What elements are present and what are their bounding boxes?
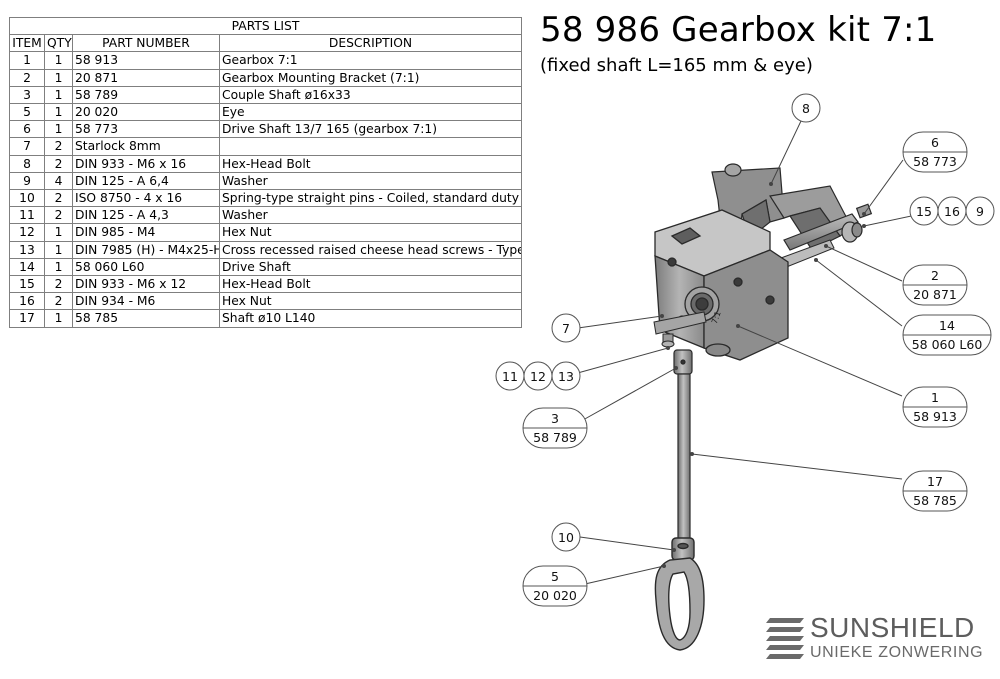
- callout-15: 15: [916, 204, 932, 219]
- cell-part-number: DIN 933 - M6 x 12: [72, 275, 220, 294]
- callout-1-item: 1: [931, 390, 939, 405]
- cell-item: 11: [9, 206, 45, 225]
- cell-description: Gearbox Mounting Bracket (7:1): [218, 68, 523, 87]
- cell-qty: 1: [44, 257, 73, 277]
- page-title: 58 986 Gearbox kit 7:1: [540, 10, 937, 50]
- cell-item: 12: [9, 223, 45, 242]
- logo-tagline: UNIEKE ZONWERING: [810, 644, 984, 661]
- sunshield-logo-mark-icon: [766, 618, 804, 659]
- cell-item: 17: [9, 309, 45, 328]
- callout-16: 16: [944, 204, 960, 219]
- cell-item: 10: [9, 189, 45, 208]
- cell-description: Spring-type straight pins - Coiled, stan…: [218, 189, 523, 208]
- parts-list-table: PARTS LIST ITEM QTY PART NUMBER DESCRIPT…: [8, 16, 523, 328]
- cell-description: Hex Nut: [218, 223, 523, 242]
- cell-description: Gearbox 7:1: [218, 51, 523, 70]
- callout-6-part: 58 773: [913, 154, 957, 169]
- cell-part-number: DIN 933 - M6 x 16: [72, 154, 220, 173]
- callout-17-item: 17: [927, 474, 943, 489]
- callout-10: 10: [558, 530, 574, 545]
- cell-qty: 2: [44, 275, 73, 294]
- couple-shaft: [673, 349, 693, 375]
- cell-part-number: DIN 934 - M6: [72, 292, 220, 311]
- callout-7: 7: [562, 321, 570, 336]
- cell-item: 5: [9, 103, 45, 122]
- gearbox-housing: [654, 209, 789, 361]
- cell-part-number: ISO 8750 - 4 x 16: [72, 189, 220, 208]
- parts-list-title: PARTS LIST: [8, 16, 523, 36]
- leader-arrowheads: [660, 182, 866, 568]
- cell-part-number: 58 789: [72, 85, 220, 105]
- cell-part-number: DIN 985 - M4: [72, 223, 220, 242]
- callout-1-part: 58 913: [913, 409, 957, 424]
- parts-list-title-row: PARTS LIST: [8, 16, 523, 36]
- cell-description: Couple Shaft ø16x33: [218, 85, 523, 105]
- cell-item: 14: [9, 257, 45, 277]
- callout-3-item: 3: [551, 411, 559, 426]
- callout-5-part: 20 020: [533, 588, 577, 603]
- callout-12: 12: [530, 369, 546, 384]
- callout-labels: 8 6 58 773 15 16 9 2 20 871 14 58 060 L6…: [502, 101, 984, 603]
- callout-8: 8: [802, 101, 810, 116]
- cell-part-number: Starlock 8mm: [72, 137, 220, 156]
- cell-item: 9: [9, 171, 45, 191]
- column-header-part-number: PART NUMBER: [72, 34, 220, 53]
- callout-2-part: 20 871: [913, 287, 957, 302]
- callout-11: 11: [502, 369, 518, 384]
- cell-item: 1: [9, 51, 45, 70]
- leader-lines: [573, 120, 917, 585]
- callout-13: 13: [558, 369, 574, 384]
- callout-3-part: 58 789: [533, 430, 577, 445]
- shaft-17: [677, 373, 691, 543]
- cell-description: Drive Shaft 13/7 165 (gearbox 7:1): [218, 120, 523, 139]
- callout-5-item: 5: [551, 569, 559, 584]
- cell-part-number: 20 020: [72, 103, 220, 122]
- cell-description: Shaft ø10 L140: [218, 309, 523, 328]
- eye-part: [654, 537, 705, 651]
- sunshield-logo: SUNSHIELD UNIEKE ZONWERING: [764, 612, 984, 664]
- cell-item: 7: [9, 137, 45, 156]
- cell-qty: 1: [44, 309, 73, 328]
- cell-item: 16: [9, 292, 45, 311]
- callout-9: 9: [976, 204, 984, 219]
- parts-list-header-row: ITEM QTY PART NUMBER DESCRIPTION: [9, 34, 523, 53]
- callout-14-part: 58 060 L60: [912, 337, 983, 352]
- cell-item: 15: [9, 275, 45, 294]
- logo-name: SUNSHIELD: [810, 612, 975, 643]
- cell-item: 13: [9, 240, 45, 259]
- column-header-description: DESCRIPTION: [218, 34, 523, 53]
- callout-balloons: [495, 93, 995, 607]
- cell-description: Cross recessed raised cheese head screws…: [218, 240, 523, 259]
- coupling-stub: [653, 311, 707, 335]
- cell-part-number: 58 785: [72, 309, 220, 328]
- cell-item: 3: [9, 85, 45, 105]
- gear-ratio-marking: 7:1: [710, 310, 723, 325]
- callout-2-item: 2: [931, 268, 939, 283]
- callout-17-part: 58 785: [913, 493, 957, 508]
- cell-qty: 1: [44, 120, 73, 139]
- callout-6-item: 6: [931, 135, 939, 150]
- screw-assembly: [661, 333, 675, 348]
- column-header-qty: QTY: [44, 34, 73, 53]
- cell-part-number: DIN 7985 (H) - M4x25-H: [72, 240, 220, 259]
- callout-14-item: 14: [939, 318, 955, 333]
- page-subtitle: (fixed shaft L=165 mm & eye): [540, 55, 813, 76]
